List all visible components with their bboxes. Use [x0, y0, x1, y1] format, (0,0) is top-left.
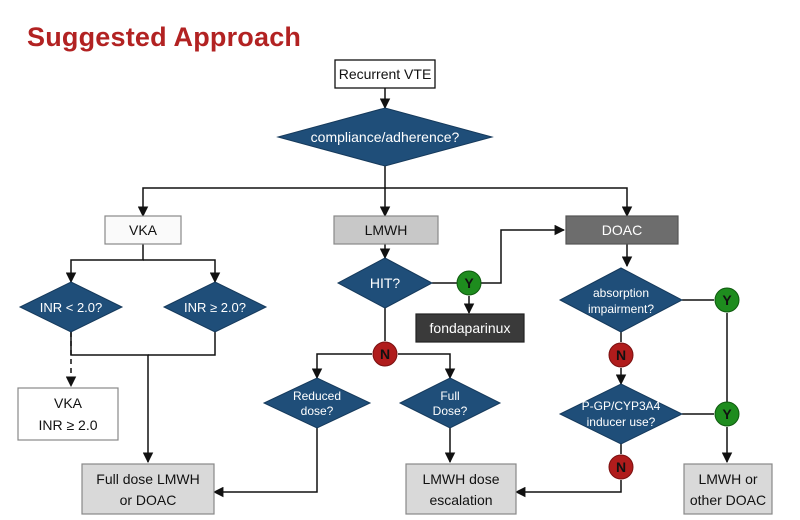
connector-no-escalation — [514, 480, 622, 498]
diamond-full-line2: Dose? — [433, 404, 468, 418]
badge-no-absorption-label: N — [616, 347, 626, 363]
connector-reduced-full-lmwh — [212, 428, 318, 498]
diamond-pgp: P-GP/CYP3A4 inducer use? — [558, 383, 684, 445]
box-full-dose-line2: or DOAC — [120, 492, 177, 508]
badge-no-hit-label: N — [380, 346, 390, 362]
box-full-dose-lmwh-doac: Full dose LMWH or DOAC — [81, 463, 215, 515]
diamond-absorption: absorption impairment? — [558, 267, 684, 333]
diamond-reduced-line1: Reduced — [293, 389, 341, 403]
badge-no-hit: N — [372, 341, 398, 367]
box-vka-inr-line2: INR ≥ 2.0 — [38, 417, 97, 433]
box-fondaparinux-label: fondaparinux — [430, 320, 511, 336]
badge-no-pgp: N — [608, 454, 634, 480]
badge-yes-hit: Y — [456, 270, 482, 296]
box-escalation-line1: LMWH dose — [422, 471, 499, 487]
box-doac: DOAC — [565, 215, 679, 245]
diamond-hit: HIT? — [336, 257, 434, 309]
badge-yes-hit-label: Y — [464, 275, 474, 291]
box-doac-label: DOAC — [602, 222, 642, 238]
diamond-inr-high-label: INR ≥ 2.0? — [184, 300, 246, 315]
box-escalation-line2: escalation — [429, 492, 492, 508]
connector-vka-split — [65, 244, 144, 284]
box-recurrent-vte-label: Recurrent VTE — [339, 66, 432, 82]
badge-yes-pgp: Y — [714, 401, 740, 427]
diamond-inr-low-label: INR < 2.0? — [40, 300, 103, 315]
slide-title: Suggested Approach — [27, 22, 302, 52]
connector-inr-high-merge — [148, 332, 216, 356]
diamond-reduced-line2: dose? — [301, 404, 334, 418]
box-lmwh-other-doac: LMWH or other DOAC — [683, 463, 773, 515]
box-vka-label: VKA — [129, 222, 158, 238]
connector-compliance-doac — [385, 187, 633, 218]
diamond-pgp-line2: inducer use? — [587, 415, 656, 429]
badge-yes-absorption-label: Y — [722, 292, 732, 308]
connector-inr-low-merge — [70, 332, 154, 464]
connector-vka-inr-high — [143, 259, 221, 284]
badge-no-absorption: N — [608, 342, 634, 368]
diamond-reduced-dose: Reduced dose? — [262, 377, 372, 429]
box-recurrent-vte: Recurrent VTE — [334, 59, 436, 89]
diamond-compliance-label: compliance/adherence? — [311, 129, 460, 145]
diamond-hit-label: HIT? — [370, 275, 401, 291]
diamond-inr-low: INR < 2.0? — [18, 281, 124, 333]
box-vka-inr-line1: VKA — [54, 395, 83, 411]
box-full-dose-line1: Full dose LMWH — [96, 471, 199, 487]
connectors — [65, 88, 733, 498]
connector-no-full — [398, 353, 456, 380]
diamond-pgp-line1: P-GP/CYP3A4 — [582, 399, 661, 413]
connector-yes-doac — [481, 224, 566, 284]
badge-no-pgp-label: N — [616, 459, 626, 475]
box-vka: VKA — [104, 215, 182, 245]
box-fondaparinux: fondaparinux — [415, 313, 525, 343]
box-other-doac-line2: other DOAC — [690, 492, 766, 508]
diamond-compliance: compliance/adherence? — [276, 107, 494, 167]
badge-yes-absorption: Y — [714, 287, 740, 313]
diamond-absorption-line2: impairment? — [588, 302, 654, 316]
connector-compliance-split — [137, 166, 386, 218]
box-other-doac-line1: LMWH or — [698, 471, 757, 487]
badge-yes-pgp-label: Y — [722, 406, 732, 422]
box-vka-inr: VKA INR ≥ 2.0 — [17, 387, 119, 441]
connector-no-reduced — [311, 353, 372, 380]
diamond-absorption-line1: absorption — [593, 286, 649, 300]
box-lmwh: LMWH — [333, 215, 439, 245]
box-lmwh-dose-escalation: LMWH dose escalation — [405, 463, 517, 515]
diamond-inr-high: INR ≥ 2.0? — [162, 281, 268, 333]
diamond-full-line1: Full — [440, 389, 459, 403]
diamond-full-dose: Full Dose? — [398, 377, 502, 429]
box-lmwh-label: LMWH — [365, 222, 408, 238]
